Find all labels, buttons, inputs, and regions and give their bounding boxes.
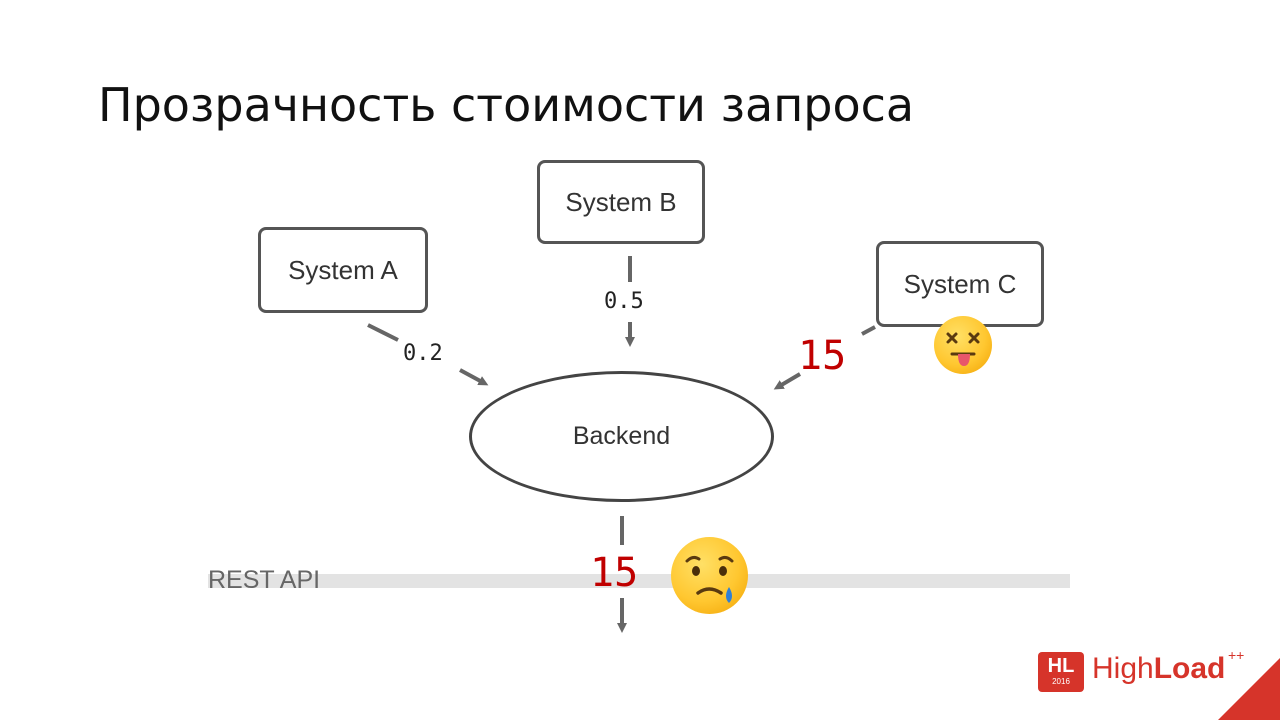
system-a-node: System A [258, 227, 428, 313]
highload-logo-mark: HL 2016 [1038, 652, 1084, 692]
edge-c-backend-lower [773, 372, 802, 390]
cost-b-to-backend: 0.5 [604, 289, 644, 314]
slide-title: Прозрачность стоимости запроса [98, 78, 915, 132]
sad-tear-face-icon [671, 537, 748, 614]
cost-a-to-backend: 0.2 [403, 341, 443, 366]
cost-c-to-backend: 15 [798, 333, 847, 379]
edge-a-backend-lower [459, 368, 489, 386]
corner-accent-triangle [1218, 658, 1280, 720]
backend-node: Backend [469, 371, 774, 502]
rest-api-label: REST API [208, 566, 321, 594]
backend-label: Backend [572, 422, 671, 450]
logo-name-bold: Load [1153, 652, 1226, 685]
cost-backend-out: 15 [590, 550, 639, 596]
dizzy-face-tongue-icon [934, 316, 992, 374]
rest-api-bar [208, 574, 1070, 588]
system-b-node: System B [537, 160, 705, 244]
logo-hl-text: HL [1047, 655, 1075, 677]
system-a-label: System A [288, 254, 398, 285]
edge-a-backend-upper [367, 323, 399, 342]
edge-c-backend-upper [861, 325, 876, 336]
logo-name-light: High [1092, 652, 1154, 685]
logo-year-text: 2016 [1052, 677, 1070, 686]
system-b-label: System B [565, 186, 677, 217]
system-c-node: System C [876, 241, 1044, 327]
highload-logo-wordmark: HighLoad [1092, 652, 1225, 686]
system-c-label: System C [903, 268, 1017, 299]
